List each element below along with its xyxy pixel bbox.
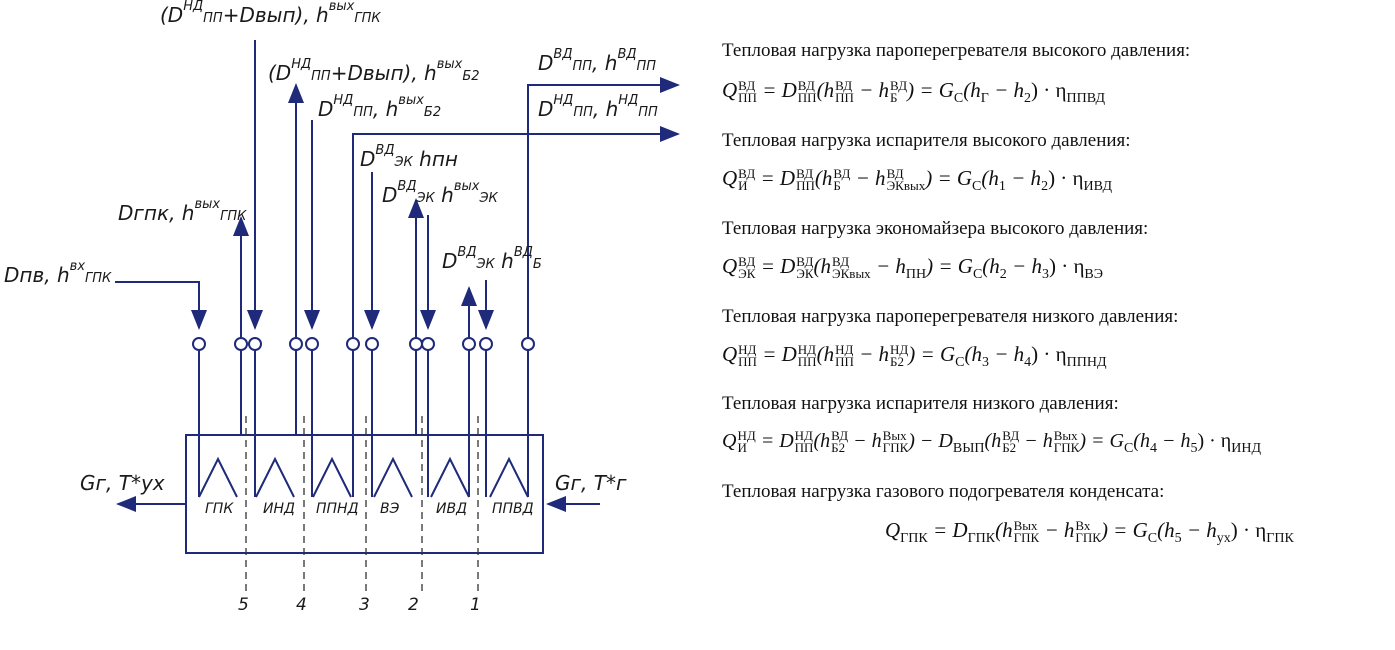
section-ppvd: ППВД [492, 501, 534, 517]
formula-heading-ind: Тепловая нагрузка испарителя низкого дав… [722, 393, 1119, 414]
formula-heading-gpk: Тепловая нагрузка газового подогревателя… [722, 481, 1165, 502]
flow-label-dnd-vyp-b2: (DНДПП+Dвып), hвыхБ2 [268, 57, 480, 85]
formula-heading-ppnd: Тепловая нагрузка пароперегревателя низк… [722, 306, 1179, 327]
zigzag-gpk [198, 456, 238, 498]
zigzag-ppnd [312, 456, 352, 498]
section-ivd: ИВД [436, 501, 467, 517]
section-number-3: 3 [359, 595, 370, 615]
flow-label-dnd-b2: DНДПП, hвыхБ2 [318, 93, 441, 121]
flow-label-dpv: Dпв, hвхГПК [4, 259, 112, 287]
zigzag-ivd [430, 456, 470, 498]
flow-label-dgpk: Dгпк, hвыхГПК [118, 197, 247, 225]
flow-label-dnd-vyp-gpk: (DНДПП+Dвып), hвыхГПК [160, 0, 381, 27]
formulas-panel: Тепловая нагрузка пароперегревателя высо… [720, 0, 1390, 650]
zigzag-ppvd [489, 456, 529, 498]
flow-label-dek-hvyx: DВДЭК hвыхЭК [382, 179, 499, 207]
flow-label-dnd-pp: DНДПП, hНДПП [538, 93, 658, 121]
section-ppnd: ППНД [316, 501, 359, 517]
section-ve: ВЭ [380, 501, 400, 517]
flow-label-dvd-pp: DВДПП, hВДПП [538, 47, 656, 75]
formula-heading-ivd: Тепловая нагрузка испарителя высокого да… [722, 130, 1131, 151]
flow-label-dek-hb: DВДЭК hВДБ [442, 245, 542, 273]
formula-heading-ve: Тепловая нагрузка экономайзера высокого … [722, 218, 1149, 239]
formula-heading-ppvd: Тепловая нагрузка пароперегревателя высо… [722, 40, 1191, 61]
section-number-2: 2 [408, 595, 419, 615]
gas-outlet-label: Gг, T*ух [80, 471, 165, 495]
flow-label-dek-hpn: DВДЭК hпн [360, 143, 458, 171]
section-number-4: 4 [296, 595, 307, 615]
gas-inlet-label: Gг, T*г [555, 471, 627, 495]
section-ind: ИНД [263, 501, 295, 517]
section-gpk: ГПК [205, 501, 234, 517]
section-number-5: 5 [238, 595, 249, 615]
boiler-casing [185, 434, 544, 554]
zigzag-ind [255, 456, 295, 498]
section-number-1: 1 [470, 595, 481, 615]
hrsg-scheme: ГПК ИНД ППНД ВЭ ИВД ППВД 5 4 3 2 1 Gг, T… [4, 0, 680, 615]
zigzag-ve [373, 456, 413, 498]
node-1 [192, 337, 206, 351]
